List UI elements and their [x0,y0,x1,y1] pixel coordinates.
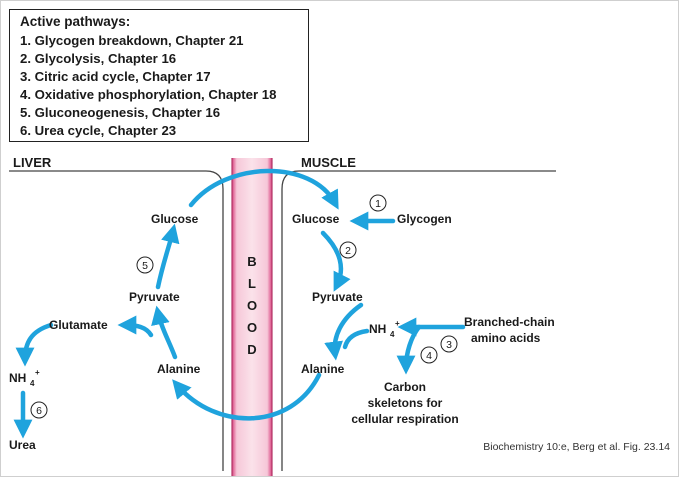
legend-item-1: 1. Glycogen breakdown, Chapter 21 [20,33,244,48]
arrow-alanine-to-pyruvate-liver [151,305,178,360]
blood-letter-o2: O [247,320,257,335]
muscle-nh4-label: NH 4 + [369,319,400,339]
step-5-number: 5 [142,260,148,272]
muscle-outline [281,170,556,471]
branched-chain-line1: Branched-chain [464,315,555,329]
step-6-circle [30,401,48,419]
step-1-circle [369,194,387,212]
liver-label: LIVER [13,155,52,170]
step-3-circle [440,335,458,353]
step-2-number: 2 [345,245,351,257]
muscle-glycogen-label: Glycogen [397,212,452,226]
liver-outline [9,170,224,471]
muscle-label: MUSCLE [301,155,356,170]
step-4-circle [420,346,438,364]
liver-nh4-label: NH 4 + [9,368,40,388]
figure-credit: Biochemistry 10:e, Berg et al. Fig. 23.1… [483,441,670,453]
muscle-glucose-label: Glucose [292,212,340,226]
step-6-number: 6 [36,405,42,417]
svg-text:+: + [395,319,400,328]
blood-letter-d: D [247,342,256,357]
carbon-skeletons-line1: Carbon [384,380,426,394]
legend-title: Active pathways: [20,14,131,29]
branched-chain-line2: amino acids [471,331,541,345]
arrow-alanine-transport [172,372,322,421]
arrow-glutamate-to-nh4 [15,322,54,367]
arrow-pyruvate-to-glucose-liver [155,223,180,290]
step-5-circle [136,256,154,274]
arrow-glucose-to-pyruvate [320,230,351,292]
legend-list: 1. Glycogen breakdown, Chapter 21 2. Gly… [20,32,308,140]
carbon-skeletons-line2: skeletons for [368,396,443,410]
blood-letter-b: B [247,254,256,269]
svg-text:+: + [35,368,40,377]
legend-item-3: 3. Citric acid cycle, Chapter 17 [20,69,211,84]
legend-item-4: 4. Oxidative phosphorylation, Chapter 18 [20,87,277,102]
svg-text:NH: NH [369,322,386,336]
arrow-pyruvate-to-alanine-muscle [324,302,364,361]
muscle-alanine-label: Alanine [301,362,345,376]
legend-item-5: 5. Gluconeogenesis, Chapter 16 [20,105,221,120]
liver-glutamate-label: Glutamate [49,318,108,332]
blood-vessel [231,158,273,476]
liver-pyruvate-label: Pyruvate [129,290,180,304]
liver-urea-label: Urea [9,438,36,452]
arrow-alanine-to-glutamate [117,315,154,338]
blood-letter-l: L [248,276,256,291]
legend-box: Active pathways: 1. Glycogen breakdown, … [9,9,309,142]
step-1-number: 1 [375,198,381,210]
arrow-branched-to-carbon [396,324,422,375]
step-4-number: 4 [426,350,432,362]
step-2-circle [339,241,357,259]
legend-item-2: 2. Glycolysis, Chapter 16 [20,51,177,66]
liver-alanine-label: Alanine [157,362,201,376]
carbon-skeletons-line3: cellular respiration [351,412,458,426]
arrow-nh4-to-alanine-muscle [342,328,370,350]
svg-text:4: 4 [30,379,35,388]
step-3-number: 3 [446,339,452,351]
svg-text:NH: NH [9,371,26,385]
muscle-pyruvate-label: Pyruvate [312,290,363,304]
liver-glucose-label: Glucose [151,212,199,226]
legend-item-6: 6. Urea cycle, Chapter 23 [20,123,177,138]
blood-letter-o1: O [247,298,257,313]
svg-text:4: 4 [390,330,395,339]
arrow-glucose-transport [188,168,339,210]
